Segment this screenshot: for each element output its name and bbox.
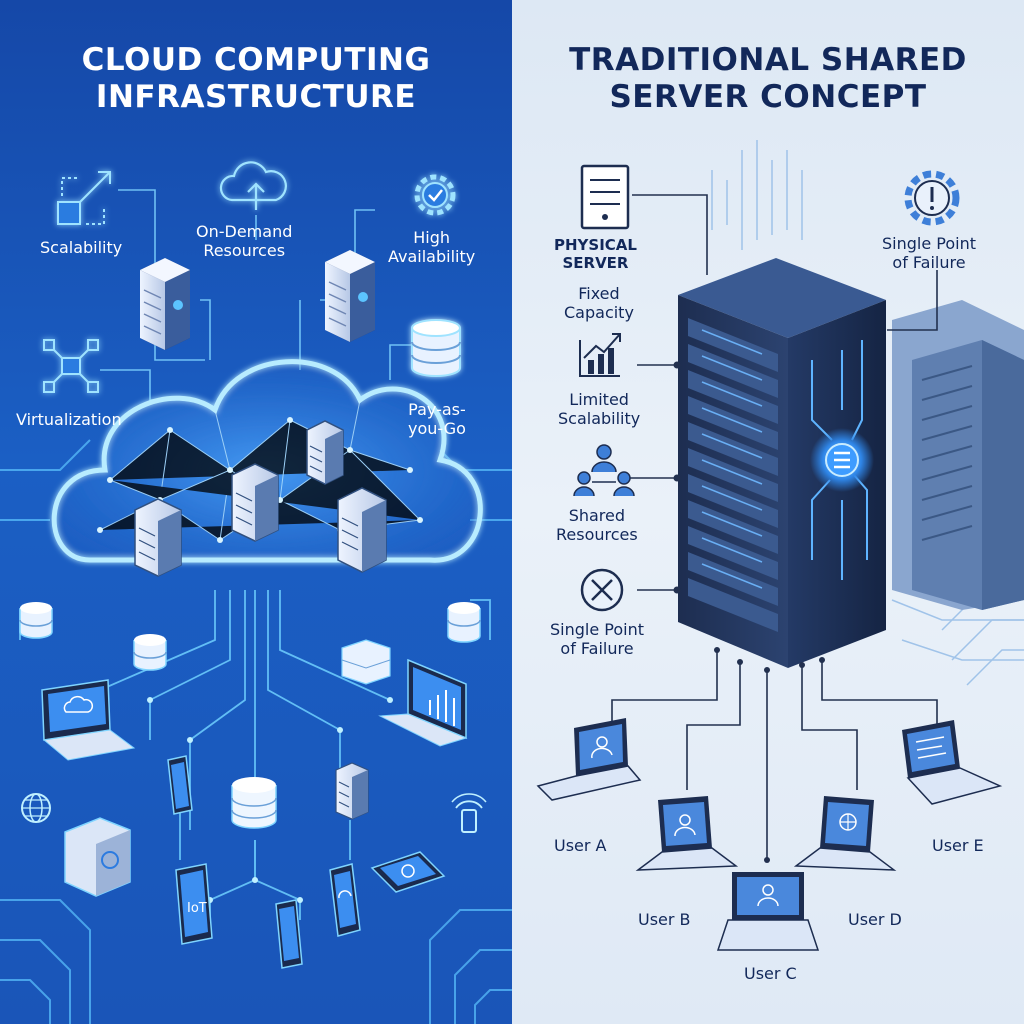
user-laptop-c: [716, 872, 820, 951]
tablet: IoT: [175, 863, 213, 945]
cloud-server: [134, 498, 182, 577]
virtualization-icon: [43, 339, 99, 393]
feature-virtualization-label: Virtualization: [16, 410, 122, 429]
globe-icon: [21, 793, 51, 823]
user-laptop-e: [902, 720, 1003, 805]
secondary-server-rack: [892, 300, 1024, 610]
feature-on-demand-label: On-Demand Resources: [196, 222, 293, 261]
user-d-label: User D: [848, 910, 902, 929]
cloud-illustration: IoT: [0, 161, 512, 1024]
cloud-server: [306, 420, 344, 485]
user-a-label: User A: [554, 836, 607, 855]
database-icon: [447, 602, 481, 643]
title-line: SERVER CONCEPT: [609, 78, 927, 115]
physical-server-rack: [678, 258, 886, 668]
user-laptop-d: [793, 796, 897, 871]
title-line: TRADITIONAL SHARED: [569, 42, 967, 78]
cloud-server: [231, 463, 279, 542]
user-laptop-a: [536, 718, 642, 801]
title-line: CLOUD COMPUTING: [81, 42, 431, 78]
cloud-computing-panel: IoT CLOUD COMPUTING: [0, 0, 512, 1024]
user-e-label: User E: [932, 836, 984, 855]
server-drive-bays: [688, 318, 778, 632]
user-b-label: User B: [638, 910, 691, 929]
tablet: [370, 851, 446, 893]
database-emblem-icon: [825, 443, 859, 477]
fixed-capacity-label: Fixed Capacity: [564, 284, 634, 323]
feature-high-availability-label: High Availability: [388, 228, 476, 267]
feature-connectors: [630, 194, 938, 591]
feature-pay-as-you-go-label: Pay-as- you-Go: [408, 400, 466, 439]
gear-warning-icon: [904, 170, 960, 226]
cloud-network: [51, 359, 483, 577]
scalability-icon: [57, 171, 111, 225]
database-icon: [19, 602, 53, 639]
single-point-of-failure-top-label: Single Point of Failure: [882, 234, 976, 273]
traditional-server-panel: TRADITIONAL SHARED SERVER CONCEPT PHYSIC…: [512, 0, 1024, 1024]
rack-server: [325, 250, 375, 342]
cloud-upload-icon: [219, 161, 287, 210]
cloud-panel-title: CLOUD COMPUTING INFRASTRUCTURE: [0, 42, 512, 115]
laptop: [41, 679, 136, 761]
title-line: INFRASTRUCTURE: [95, 78, 417, 115]
user-laptop-b: [635, 796, 739, 871]
rack-server: [140, 258, 190, 350]
smartphone: [329, 863, 361, 937]
user-c-label: User C: [744, 964, 797, 983]
feature-scalability-label: Scalability: [40, 238, 123, 257]
limited-scalability-label: Limited Scalability: [558, 390, 641, 429]
failure-x-icon: [580, 568, 624, 612]
server-box: [335, 762, 369, 820]
smartphone: [167, 755, 193, 815]
storage-box: [341, 639, 391, 685]
user-connectors: [611, 650, 938, 860]
desktop-computer: [64, 817, 131, 897]
wireless-icon: [451, 793, 487, 833]
laptop: [378, 658, 468, 747]
network-nodes: [97, 687, 393, 903]
growth-chart-icon: [579, 333, 621, 377]
database-icon: [411, 319, 461, 377]
server-illustration: [536, 140, 1024, 951]
iot-label: IoT: [187, 901, 207, 916]
single-point-of-failure-label: Single Point of Failure: [550, 620, 644, 659]
cloud-server: [337, 487, 387, 573]
traditional-panel-title: TRADITIONAL SHARED SERVER CONCEPT: [512, 42, 1024, 115]
shared-users-icon: [573, 444, 635, 497]
database-icon: [133, 634, 167, 671]
physical-server-label: PHYSICAL SERVER: [554, 236, 637, 272]
smartphone: [275, 899, 303, 969]
database-icon: [231, 777, 277, 829]
server-icon: [580, 164, 630, 230]
gear-check-icon: [414, 174, 456, 216]
shared-resources-label: Shared Resources: [556, 506, 638, 545]
